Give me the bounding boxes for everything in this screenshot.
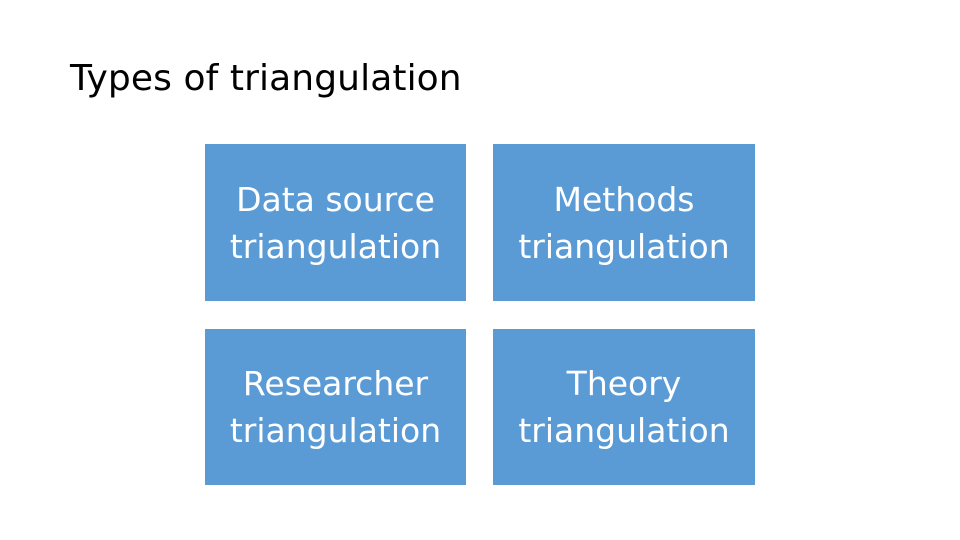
grid-cell-label-line2: triangulation — [518, 226, 730, 266]
grid-cell-researcher-triangulation[interactable]: Researcher triangulation — [205, 329, 466, 485]
grid-cell-label: Theory triangulation — [497, 360, 751, 454]
grid-cell-label-line1: Data source — [236, 179, 435, 219]
grid-cell-label-line2: triangulation — [229, 226, 442, 266]
grid-cell-label-line1: Researcher — [242, 364, 429, 403]
grid-cell-label: Methods triangulation — [497, 176, 751, 270]
grid-cell-theory-triangulation[interactable]: Theory triangulation — [493, 329, 755, 485]
page-title: Types of triangulation — [70, 58, 462, 99]
grid-cell-label-line2: triangulation — [229, 411, 442, 450]
triangulation-types-grid: Data source triangulation Methods triangul… — [205, 144, 755, 485]
grid-cell-label-line2: triangulation — [518, 411, 730, 450]
grid-cell-label-line1: Theory — [566, 364, 682, 403]
grid-cell-label: Researcher triangulation — [209, 360, 462, 454]
grid-cell-data-source-triangulation[interactable]: Data source triangulation — [205, 144, 466, 301]
grid-cell-label: Data source triangulation — [209, 176, 462, 270]
grid-cell-label-line1: Methods — [553, 179, 695, 219]
grid-cell-methods-triangulation[interactable]: Methods triangulation — [493, 144, 755, 301]
